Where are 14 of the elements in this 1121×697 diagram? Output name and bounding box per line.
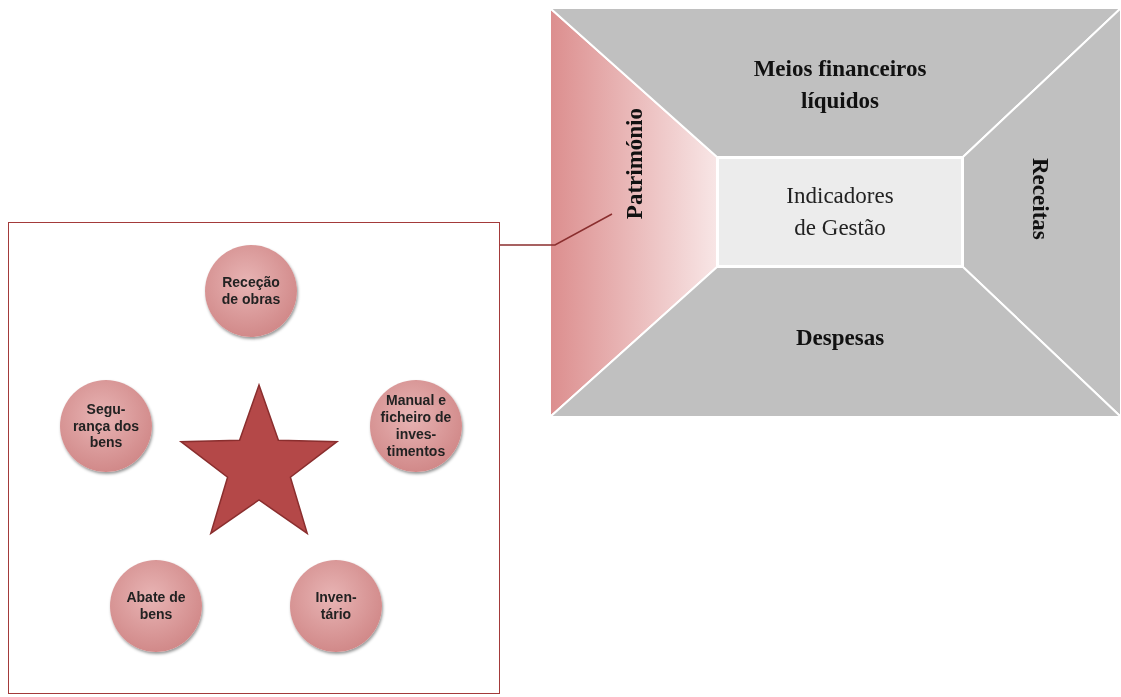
center-box	[717, 157, 963, 267]
panel-title: Receitas	[1027, 158, 1054, 240]
circle-label: Abate de bens	[125, 589, 187, 623]
leader-line	[499, 213, 613, 246]
panel-title: Despesas	[794, 324, 886, 352]
circle-label: Inven- tário	[314, 589, 358, 623]
panel-frame	[8, 222, 500, 694]
circle-label: Receção de obras	[220, 274, 282, 308]
star-shape	[177, 383, 341, 535]
panel-title: Meios financeiros líquidos	[752, 55, 928, 115]
circle-label: Segu- rança dos bens	[71, 400, 141, 452]
center-title: Indicadores de Gestão	[785, 182, 895, 242]
circle-label: Manual e ficheiro de inves- timentos	[380, 392, 452, 460]
panel-title: Património	[621, 108, 648, 220]
